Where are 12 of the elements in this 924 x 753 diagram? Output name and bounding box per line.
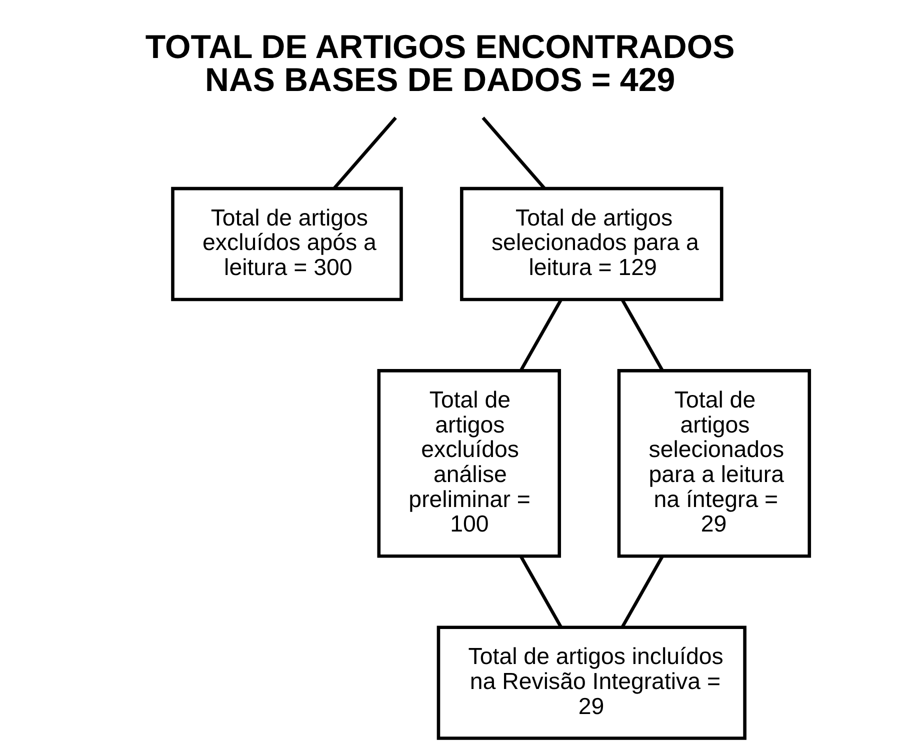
connector [518,298,562,372]
node-box: Total de artigos selecionados para a leitura na íntegra = 29 [616,369,811,558]
connector [519,556,562,628]
connector [620,298,664,372]
node-box: Total de artigos selecionados para a leitura = 129 [460,186,723,302]
node-box: Total de artigos excluídos após a leitura = 300 [170,186,402,302]
node-box: Total de artigos incluídos na Revisão Integrativa = 29 [436,626,746,740]
connector [481,116,545,190]
node-text: TOTAL DE ARTIGOS ENCONTRADOS NAS BASES DE DADOS = 429 [144,28,734,99]
connector [332,116,396,190]
connector [620,556,664,628]
node-box: Total de artigos excluídos análise preliminar = 100 [376,369,561,558]
